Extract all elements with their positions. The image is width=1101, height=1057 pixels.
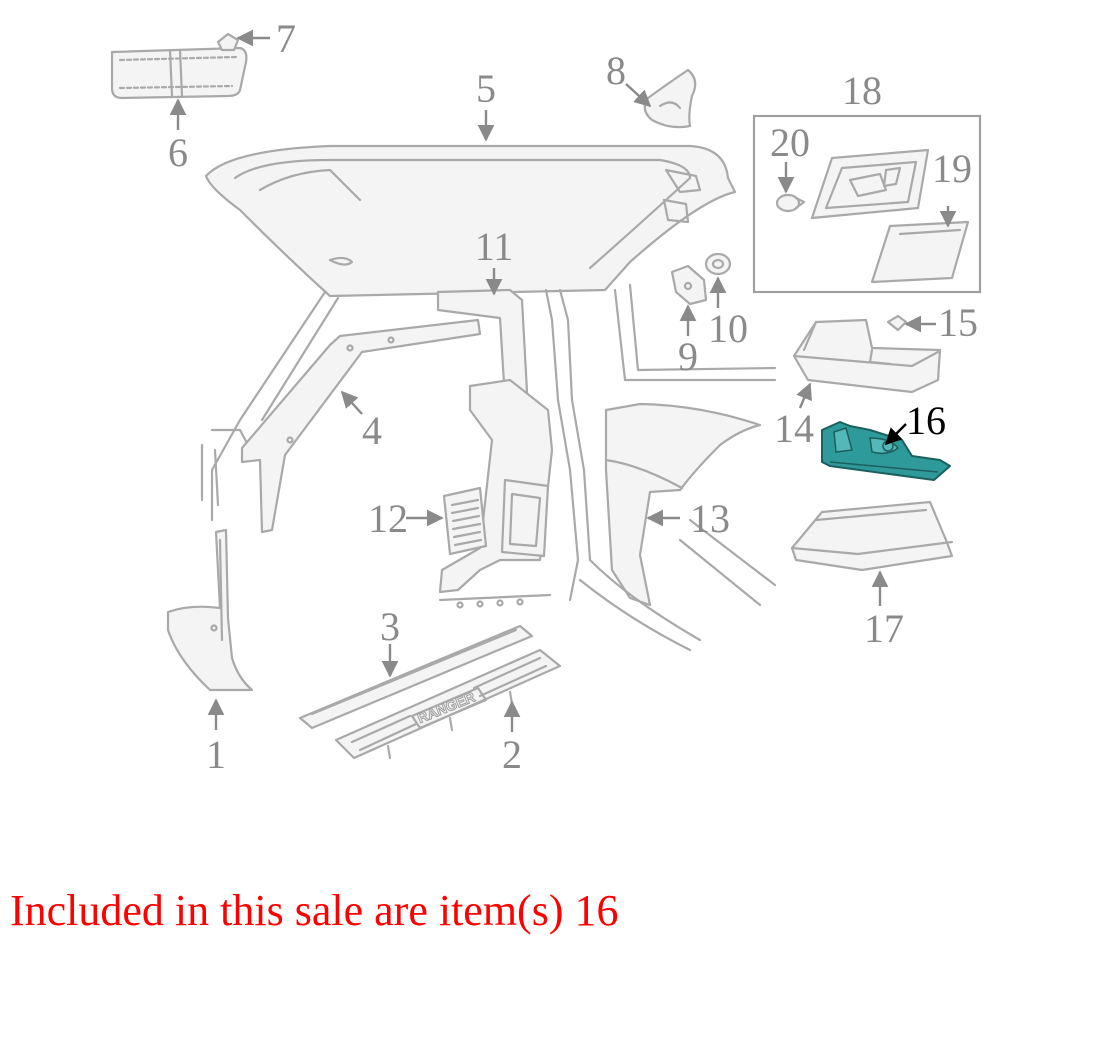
speaker-grille-part — [442, 486, 488, 556]
seat-belt-assembly — [438, 378, 554, 609]
a-pillar-lines — [200, 290, 340, 522]
visor-clip-part — [216, 32, 240, 52]
screw-part — [886, 314, 908, 332]
storage-tray-part — [790, 500, 954, 572]
callout-19: 19 — [932, 146, 972, 191]
clip-part-9 — [670, 264, 708, 306]
callout-16: 16 — [906, 398, 946, 443]
callout-8: 8 — [606, 48, 626, 93]
callout-1: 1 — [206, 732, 226, 777]
clip-part-10 — [704, 252, 732, 276]
callout-5: 5 — [476, 66, 496, 111]
console-housing-part — [792, 318, 942, 394]
rear-quarter-trim-part — [578, 402, 777, 652]
callout-7: 7 — [276, 16, 296, 61]
parts-diagram: RANGER 1 2 3 4 5 6 7 8 9 10 11 12 13 14 … — [110, 16, 982, 777]
callout-20: 20 — [770, 120, 810, 165]
scuff-plate-part-2: RANGER — [334, 648, 562, 760]
callout-11: 11 — [475, 224, 514, 269]
leader-arrows — [169, 29, 957, 732]
callout-6: 6 — [168, 130, 188, 175]
scuff-plate-part-3 — [298, 624, 534, 730]
callout-10: 10 — [708, 306, 748, 351]
kick-panel-part — [166, 528, 254, 692]
callout-12: 12 — [368, 496, 408, 541]
callout-3: 3 — [380, 604, 400, 649]
clip-part-8 — [643, 68, 697, 129]
sale-items-caption: Included in this sale are item(s) 16 — [10, 886, 619, 935]
dome-lamp-assembly-box — [752, 114, 982, 294]
callout-9: 9 — [678, 334, 698, 379]
windshield-pillar-trim-part — [240, 318, 482, 534]
sun-visor-part — [110, 46, 248, 100]
rear-window-frame — [613, 283, 777, 382]
callout-14: 14 — [774, 406, 814, 451]
callout-17: 17 — [864, 606, 904, 651]
callout-15: 15 — [938, 300, 978, 345]
headliner-part — [204, 144, 737, 298]
highlighted-part-16 — [821, 421, 951, 481]
callout-4: 4 — [362, 408, 382, 453]
callout-13: 13 — [690, 496, 730, 541]
callout-18: 18 — [842, 68, 882, 113]
callout-2: 2 — [502, 732, 522, 777]
